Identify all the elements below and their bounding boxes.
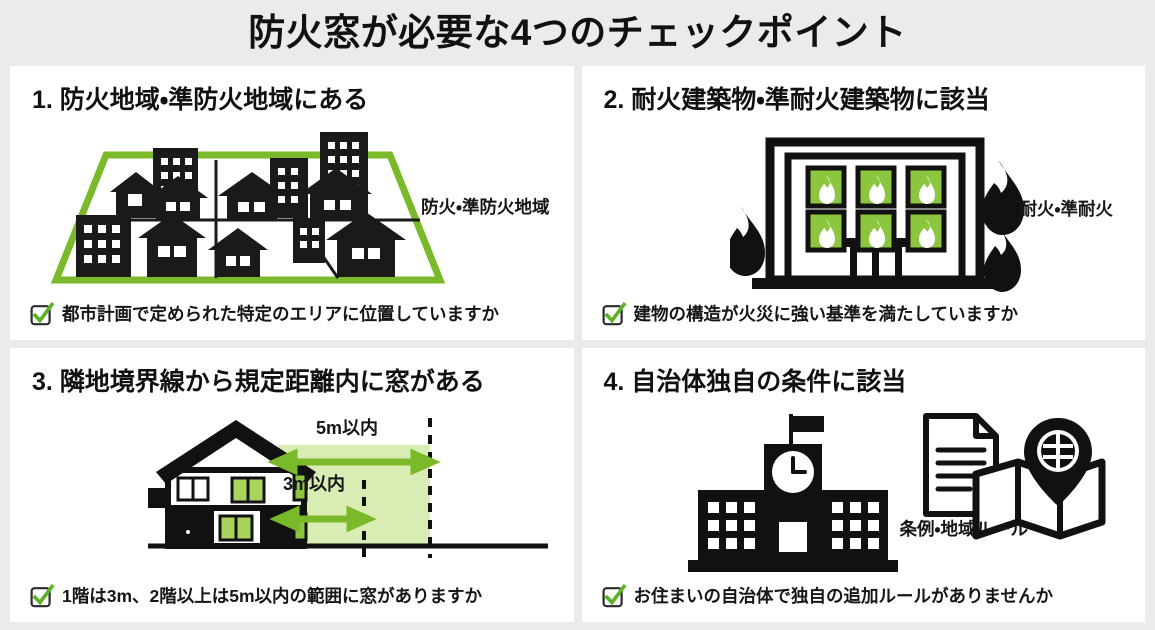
card-3-check-label: 1階は3m、2階以上は5m以内の範囲に窓がありますか bbox=[62, 585, 483, 606]
card-3-illustration: 5m以内 3m以内 bbox=[28, 400, 556, 592]
city-hall-icon bbox=[687, 414, 898, 572]
checkpoint-card-3: 3. 隣地境界線から規定距離内に窓がある bbox=[10, 348, 574, 622]
card-2-check-line: 建物の構造が火災に強い基準を満たしていますか bbox=[602, 301, 1134, 326]
card-1-check-line: 都市計画で定められた特定のエリアに位置していますか bbox=[30, 301, 562, 326]
checkbox-checked-icon bbox=[30, 583, 55, 608]
card-4-side-label: 条例・地域ルール bbox=[899, 519, 1028, 539]
document-map-pin-icon bbox=[922, 413, 1105, 540]
card-3-check-line: 1階は3m、2階以上は5m以内の範囲に窓がありますか bbox=[30, 583, 562, 608]
card-4-illustration: 条例・地域ルール bbox=[600, 400, 1128, 592]
card-2-title: 2. 耐火建築物・準耐火建築物に該当 bbox=[603, 86, 990, 114]
checkbox-checked-icon bbox=[602, 301, 627, 326]
flame-icon bbox=[729, 160, 1024, 292]
city-zone-map-icon bbox=[50, 132, 446, 284]
checkpoint-card-2: 2. 耐火建築物・準耐火建築物に該当 bbox=[581, 66, 1145, 340]
card-2-illustration: 耐火・準耐火 bbox=[600, 118, 1128, 310]
checkpoint-card-1: 1. 防火地域・準防火地域にある bbox=[10, 66, 574, 340]
card-1-side-label: 防火・準防火地域 bbox=[421, 197, 550, 217]
card-2-check-label: 建物の構造が火災に強い基準を満たしていますか bbox=[633, 303, 1018, 324]
card-3-distance-label-lower: 3m以内 bbox=[283, 474, 346, 494]
card-1-title: 1. 防火地域・準防火地域にある bbox=[32, 86, 369, 114]
checkbox-checked-icon bbox=[602, 583, 627, 608]
card-3-distance-label-upper: 5m以内 bbox=[316, 418, 379, 438]
checkpoint-card-grid: 1. 防火地域・準防火地域にある bbox=[10, 66, 1145, 622]
house-distance-diagram-icon bbox=[148, 418, 548, 558]
card-2-side-label: 耐火・準耐火 bbox=[1019, 199, 1113, 219]
card-3-title: 3. 隣地境界線から規定距離内に窓がある bbox=[32, 368, 485, 396]
fireproof-building-icon bbox=[729, 137, 1024, 292]
page-title: 防火窓が必要な4つのチェックポイント bbox=[248, 12, 907, 53]
card-4-check-line: お住まいの自治体で独自の追加ルールがありませんか bbox=[602, 583, 1134, 608]
card-4-check-label: お住まいの自治体で独自の追加ルールがありませんか bbox=[633, 585, 1053, 606]
card-1-illustration: 防火・準防火地域 bbox=[28, 118, 556, 310]
card-4-title: 4. 自治体独自の条件に該当 bbox=[603, 368, 907, 396]
checkpoint-card-4: 4. 自治体独自の条件に該当 bbox=[581, 348, 1145, 622]
card-1-check-label: 都市計画で定められた特定のエリアに位置していますか bbox=[62, 303, 499, 324]
checkbox-checked-icon bbox=[30, 301, 55, 326]
